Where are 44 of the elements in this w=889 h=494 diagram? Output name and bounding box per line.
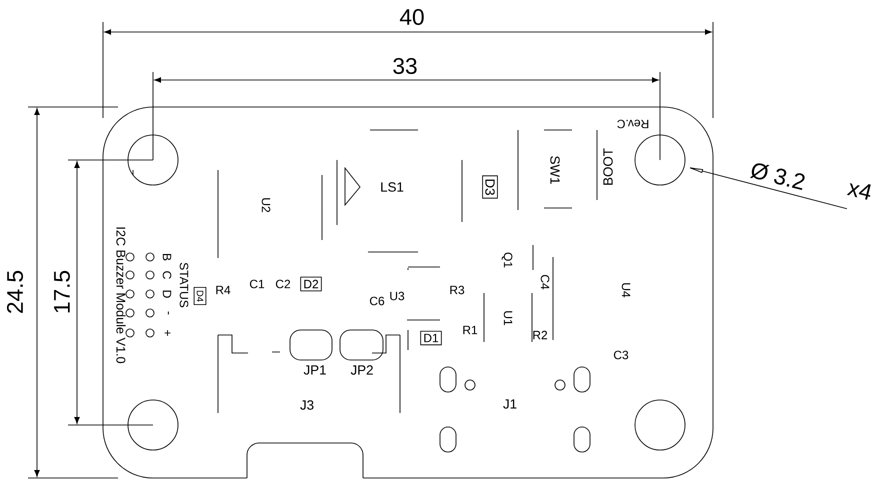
silkscreen-label: U2	[262, 198, 270, 212]
pin-label: -	[168, 312, 169, 314]
silkscreen-label: D1	[420, 330, 442, 346]
silkscreen-label: SW1	[550, 156, 560, 184]
silkscreen-label: R1	[463, 326, 478, 334]
silkscreen-label: D2	[300, 276, 322, 292]
pin-label: D	[162, 290, 172, 298]
pin-label: +	[164, 330, 170, 336]
silkscreen-label: R4	[216, 286, 230, 294]
silkscreen-label: D3	[482, 175, 498, 199]
silkscreen-label: C4	[540, 274, 550, 290]
pin-label: C	[162, 271, 172, 279]
dimension-value: Ø 3.2	[750, 163, 805, 190]
silkscreen-label: U3	[390, 292, 404, 300]
silkscreen-label: LS1	[381, 182, 404, 192]
mounting-hole	[128, 134, 178, 186]
silkscreen-label: U1	[504, 311, 512, 326]
silkscreen-label: C2	[276, 280, 290, 288]
pin-label: B	[162, 254, 172, 260]
mounting-hole	[634, 400, 686, 450]
leader-line	[690, 167, 848, 210]
mounting-hole	[634, 134, 686, 186]
silkscreen-label: R3	[450, 286, 464, 294]
silkscreen-label: C1	[250, 280, 264, 288]
silkscreen-label: R2	[533, 330, 548, 340]
silkscreen-label: U4	[622, 283, 630, 298]
silkscreen-label: Rev.C	[617, 120, 648, 128]
silkscreen-label: STATUS	[180, 262, 188, 308]
dimension-value: 33	[393, 58, 417, 74]
silkscreen-label: C6	[370, 296, 384, 306]
silkscreen-label: C3	[614, 350, 628, 360]
quantity-label: x4	[846, 183, 871, 200]
dimension-value: 24.5	[6, 270, 24, 313]
silkscreen-label: I2C Buzzer Module V1.0	[116, 228, 126, 364]
dimension-value: 17.5	[54, 270, 70, 312]
silkscreen-label: J3	[300, 400, 314, 410]
silkscreen-label: D4	[194, 286, 206, 306]
silkscreen-label: J1	[503, 399, 516, 409]
silkscreen-label: BOOT	[603, 148, 613, 185]
silkscreen-label: Q1	[502, 252, 512, 268]
silkscreen-label: JP2	[350, 365, 373, 375]
mounting-hole	[128, 400, 178, 450]
dimension-value: 40	[400, 8, 424, 26]
silkscreen-label: JP1	[304, 365, 326, 375]
